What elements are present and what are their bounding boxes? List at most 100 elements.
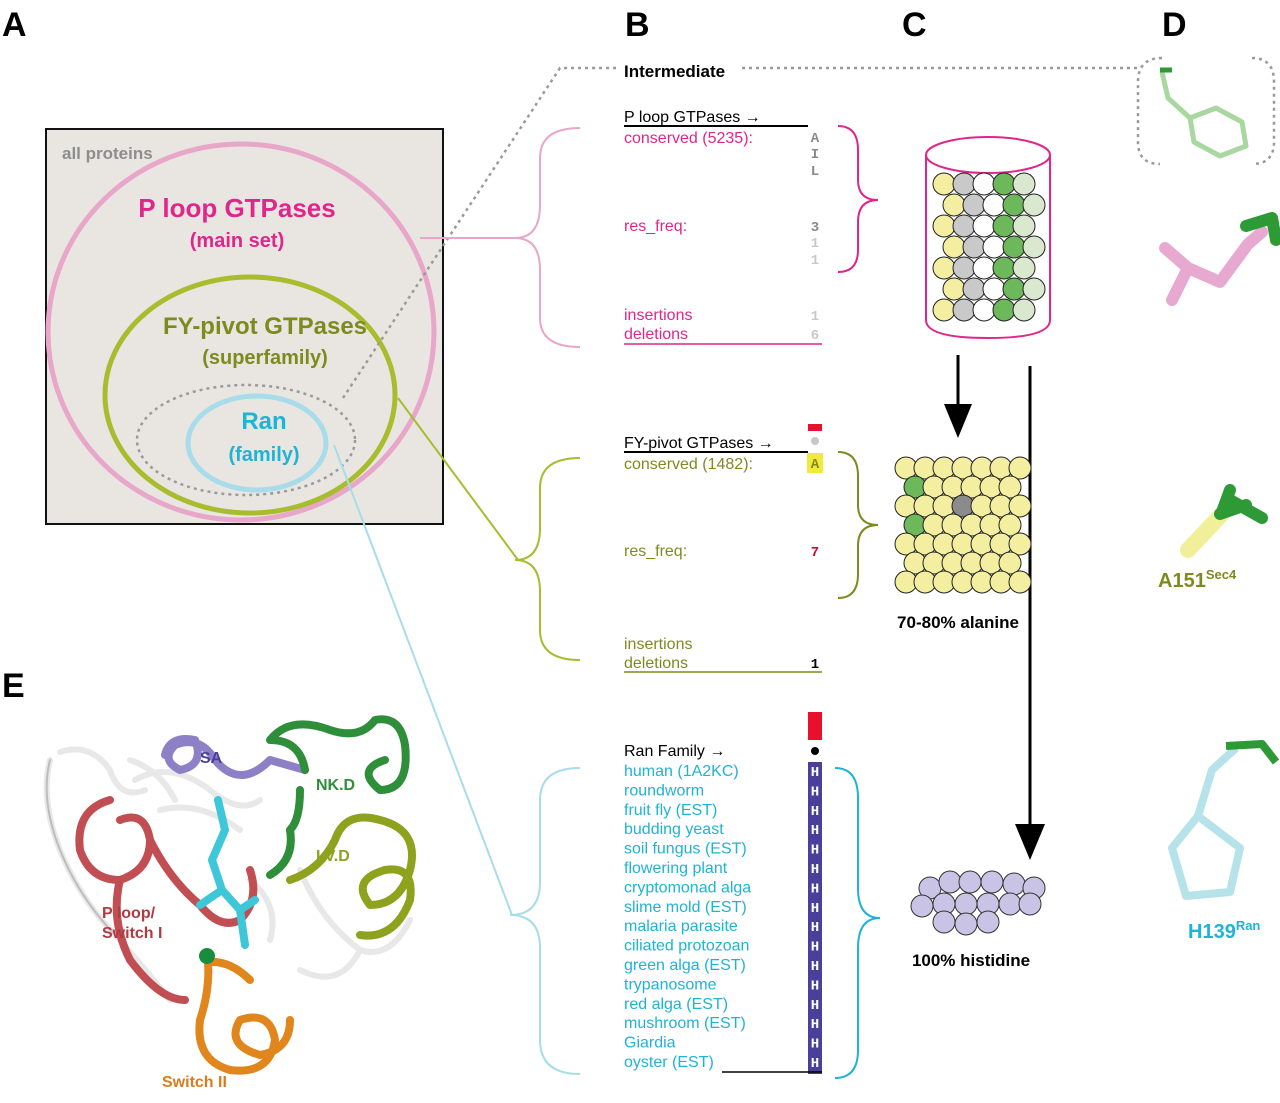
ran-species-2: fruit fly (EST) xyxy=(624,802,717,819)
ran-residue-5: H xyxy=(811,862,819,878)
ran-conservation-bar xyxy=(808,712,822,740)
ran-residue-12: H xyxy=(811,998,819,1014)
ran-species-14: Giardia xyxy=(624,1035,676,1052)
a151-sidechain xyxy=(1180,484,1268,558)
backbone-white-1 xyxy=(43,746,178,1003)
ploop-header: P loop GTPases → xyxy=(624,109,761,126)
cylinder-residue-33 xyxy=(992,298,1016,322)
fy-conservation-dot xyxy=(811,437,819,445)
ploop-freq-2: 1 xyxy=(811,236,819,252)
ploop-label-line2: Switch I xyxy=(102,925,162,942)
fy-connector xyxy=(397,397,519,561)
cylinder-residue-27 xyxy=(982,277,1006,301)
fy-right-brace xyxy=(837,451,879,599)
cylinder-residue-24 xyxy=(1012,256,1036,280)
cylinder-residue-25 xyxy=(942,277,966,301)
cylinder-residue-34 xyxy=(1012,298,1036,322)
cylinder-residue-5 xyxy=(942,193,966,217)
fy-del-val: 1 xyxy=(811,657,819,673)
ploop-label-line1: P loop/ xyxy=(102,905,156,922)
backbone-white-2 xyxy=(132,769,413,980)
fy-pivot-ring xyxy=(102,274,398,516)
cylinder-residue-17 xyxy=(982,235,1006,259)
braces xyxy=(509,125,881,1079)
histidine-residue-10 xyxy=(998,892,1022,916)
fy-conserved: conserved (1482): xyxy=(624,456,753,473)
ran-species-11: trypanosome xyxy=(624,976,717,993)
ran-residue-2: H xyxy=(811,804,819,820)
ran-subtitle: (family) xyxy=(228,444,299,466)
histidine-residue-12 xyxy=(932,910,956,934)
block-ran: Ran Family → human (1A2KC)roundwormfruit… xyxy=(624,712,822,1074)
ran-species-12: red alga (EST) xyxy=(624,996,728,1013)
ran-species-15: oyster (EST) xyxy=(624,1054,714,1071)
connectors xyxy=(333,66,1140,916)
ran-residue-11: H xyxy=(811,978,819,994)
cylinder-residue-21 xyxy=(952,256,976,280)
ploop-title: P loop GTPases xyxy=(138,193,335,223)
fy-freq: 7 xyxy=(811,545,819,561)
panel-label-a: A xyxy=(2,6,27,44)
ran-title: Ran xyxy=(241,408,286,435)
ran-residue-9: H xyxy=(811,940,819,956)
cylinder-residue-1 xyxy=(952,172,976,196)
cylinder-residue-32 xyxy=(972,298,996,322)
ploop-freq-1: 3 xyxy=(811,220,819,236)
ploop-ring xyxy=(45,141,437,523)
fy-conservation-bar xyxy=(808,424,822,431)
ploop-del-val: 6 xyxy=(811,328,819,344)
cylinder-residue-11 xyxy=(952,214,976,238)
ran-connector xyxy=(333,444,513,916)
ran-species-9: ciliated protozoan xyxy=(624,938,749,955)
ran-residue-cluster xyxy=(910,870,1046,936)
ploop-subtitle: (main set) xyxy=(190,230,284,252)
phenylalanine-sidechain xyxy=(1159,67,1249,159)
fy-pivot-subtitle: (superfamily) xyxy=(202,347,328,369)
h139-label: H139Ran xyxy=(1188,918,1260,943)
histidine-residue-11 xyxy=(1018,892,1042,916)
block-fy-pivot: FY-pivot GTPases → conserved (1482): A r… xyxy=(624,424,823,673)
fy-residue: A xyxy=(811,457,820,473)
cylinder-residue-31 xyxy=(952,298,976,322)
switch2-loop xyxy=(195,957,294,1075)
histidine-residue-6 xyxy=(910,894,934,918)
ran-species-13: mushroom (EST) xyxy=(624,1015,746,1032)
cylinder-residue-0 xyxy=(932,172,956,196)
intermediate-connector-left xyxy=(341,66,620,399)
ploop-res-freq: res_freq: xyxy=(624,218,687,235)
arrow-to-ran-head xyxy=(1015,824,1045,860)
histidine-residue-8 xyxy=(954,892,978,916)
panel-label-b: B xyxy=(625,6,650,44)
histidine-label: 100% histidine xyxy=(912,951,1030,970)
ran-residue-3: H xyxy=(811,823,819,839)
cylinder-residue-16 xyxy=(962,235,986,259)
intermediate-label: Intermediate xyxy=(624,62,725,81)
ran-species-4: soil fungus (EST) xyxy=(624,841,747,858)
cylinder-residue-22 xyxy=(972,256,996,280)
ran-alignment-column xyxy=(808,762,822,1074)
magnesium-ion xyxy=(199,948,215,964)
panel-e-structure xyxy=(43,715,416,1075)
alanine-residue-25 xyxy=(998,513,1022,537)
lvd-label: LV.D xyxy=(316,848,350,865)
ran-residue-8: H xyxy=(811,920,819,936)
ploop-sidechain xyxy=(1159,212,1280,306)
ran-residue-6: H xyxy=(811,881,819,897)
cylinder-residue-15 xyxy=(942,235,966,259)
histidine-residue-1 xyxy=(938,870,962,894)
h139-sidechain xyxy=(1168,740,1280,900)
ran-residue-7: H xyxy=(811,901,819,917)
ploop-conserved: conserved (5235): xyxy=(624,130,753,147)
histidine-residue-3 xyxy=(980,870,1004,894)
cylinder-residue-3 xyxy=(992,172,1016,196)
cylinder-residue-18 xyxy=(1002,235,1026,259)
nkd-label: NK.D xyxy=(316,777,355,794)
ploop-ins-val: 1 xyxy=(811,309,819,325)
ran-species-5: flowering plant xyxy=(624,860,728,877)
alanine-residue-6 xyxy=(1008,456,1032,480)
ploop-left-brace xyxy=(514,127,581,348)
ran-conservation-dot xyxy=(811,747,819,755)
